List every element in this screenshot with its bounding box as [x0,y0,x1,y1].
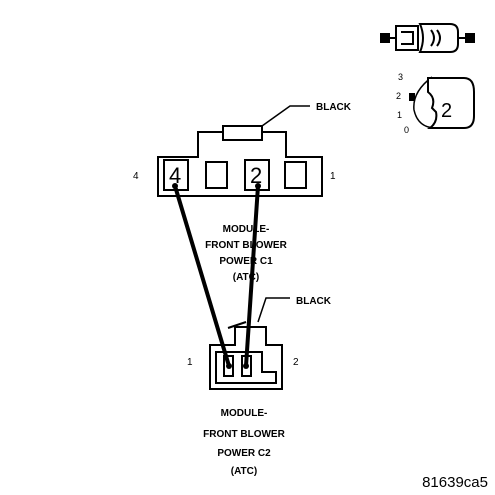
connector-c1 [157,125,323,197]
c1-name-line-4: (ATC) [233,272,259,283]
c1-name-line-1: MODULE- [223,224,270,235]
connector-c1-housing [157,131,323,197]
c1-wire-color-label: BLACK [316,102,352,113]
switch-position-icon: 3 2 1 0 2 [396,72,475,135]
switch-position-2: 2 [396,91,401,101]
probe-tips [172,183,261,369]
connector-c2-terminal-1 [223,355,234,377]
c1-name-line-3: POWER C1 [219,256,273,267]
connector-c1-pin-left-number: 4 [133,171,139,182]
connector-c2-housing [209,326,283,390]
test-lead-cavity-4-to-c2-1 [173,184,231,368]
switch-position-1: 1 [397,110,402,120]
c2-name-line-3: POWER C2 [217,448,271,459]
figure-reference: 81639ca5 [422,474,488,491]
c2-name-line-1: MODULE- [221,408,268,419]
switch-indicator-mark [409,93,415,101]
switch-knob [427,77,475,129]
connector-icon [380,23,475,53]
connector-c1-cavity-3 [205,161,228,189]
connector-c2-name: MODULE- FRONT BLOWER POWER C2 (ATC) [203,408,285,477]
connector-c2-inner-shell [215,351,277,384]
connector-c2-pin-right-number: 2 [293,357,299,368]
c2-name-line-2: FRONT BLOWER [203,429,285,440]
connector-c1-cavity-1 [284,161,307,189]
c1-name-line-2: FRONT BLOWER [205,240,287,251]
connector-c1-name: MODULE- FRONT BLOWER POWER C1 (ATC) [205,224,287,283]
c2-wire-color-label: BLACK [296,296,332,307]
c1-wire-color-leader [261,105,310,127]
test-leads [173,184,260,368]
connector-c1-lock-tab [222,125,263,141]
switch-selected-position: 2 [441,100,452,122]
connector-c1-pin-right-number: 1 [330,171,336,182]
test-lead-cavity-2-to-c2-2 [244,184,260,368]
switch-position-3: 3 [398,72,403,82]
switch-position-0: 0 [404,125,409,135]
cavity-label-4: 4 [169,163,181,188]
c2-wire-color-leader [257,297,290,323]
cavity-label-2: 2 [250,163,262,188]
connector-c2-pin-left-number: 1 [187,357,193,368]
c2-name-line-4: (ATC) [231,466,257,477]
